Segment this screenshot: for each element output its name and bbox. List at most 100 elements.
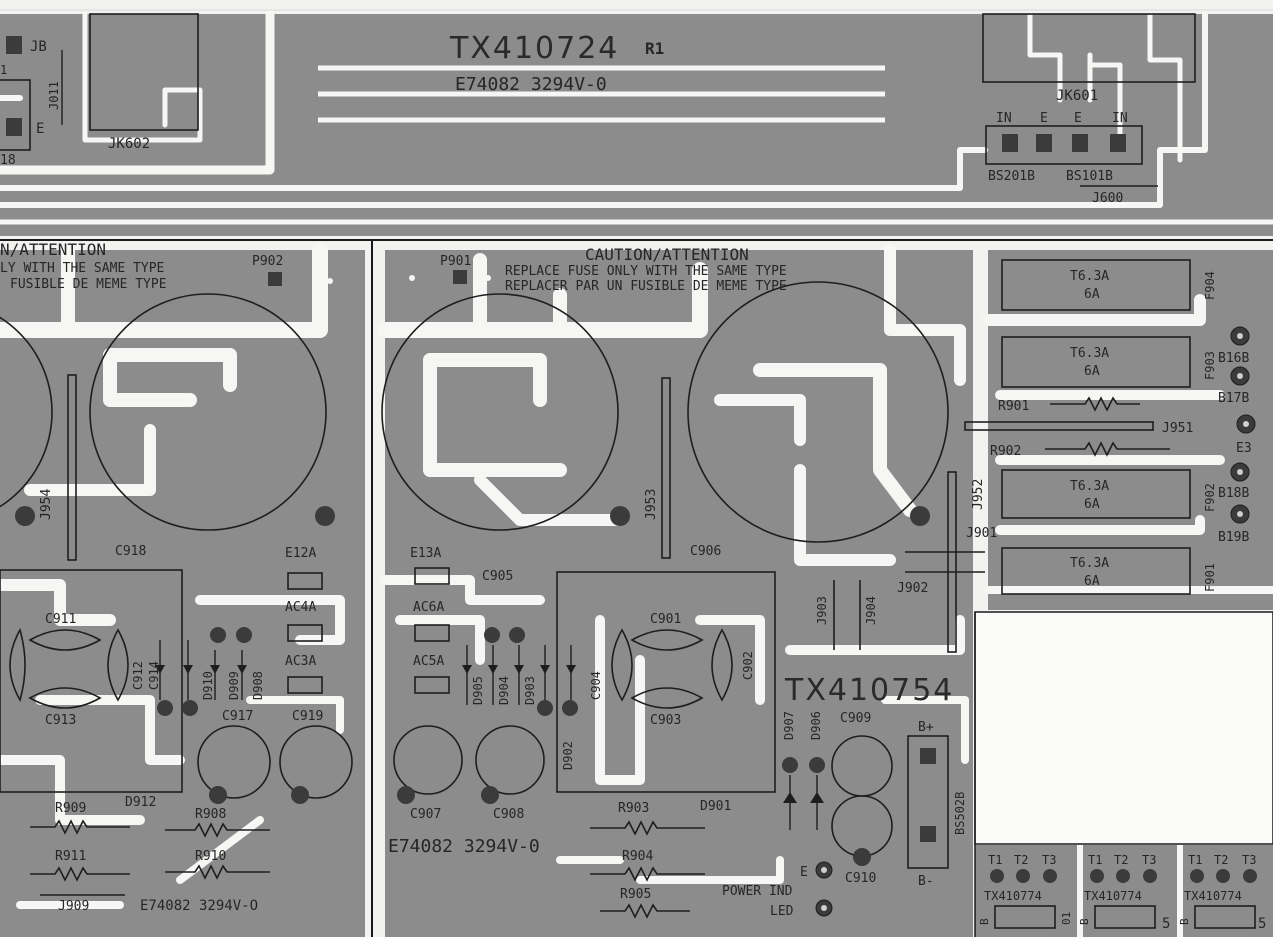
label-18: 18 xyxy=(0,153,16,168)
label-c910: C910 xyxy=(845,871,876,886)
fuse-f902-rating: T6.3A xyxy=(1070,479,1109,494)
label-j951: J951 xyxy=(1162,421,1193,436)
label-power-ind: POWER IND xyxy=(722,884,793,899)
label-c905: C905 xyxy=(482,569,513,584)
label-j952: J952 xyxy=(971,479,986,510)
label-j954: J954 xyxy=(39,489,54,520)
label-r909: R909 xyxy=(55,801,86,816)
module-1-pin-t2: T2 xyxy=(1014,853,1028,867)
label-ac5a: AC5A xyxy=(413,654,444,669)
label-c919: C919 xyxy=(292,709,323,724)
fuse-f902-body xyxy=(1001,469,1191,519)
label-e12a: E12A xyxy=(285,546,316,561)
module-3-part: TX410774 xyxy=(1184,889,1242,903)
top-revision: R1 xyxy=(645,39,664,58)
label-c913: C913 xyxy=(45,713,76,728)
mid-ul-code: E74082 3294V-0 xyxy=(388,836,540,857)
label-c907: C907 xyxy=(410,807,441,822)
label-b17b: B17B xyxy=(1218,391,1249,406)
label-c906: C906 xyxy=(690,544,721,559)
label-jk602: JK602 xyxy=(108,136,150,152)
jk601-pin-1: IN xyxy=(996,111,1012,126)
label-c903: C903 xyxy=(650,713,681,728)
label-c917: C917 xyxy=(222,709,253,724)
module-3-left: B xyxy=(1178,918,1191,925)
label-jb: JB xyxy=(30,39,47,55)
label-c912: C912 xyxy=(131,661,145,690)
label-r910: R910 xyxy=(195,849,226,864)
label-c904: C904 xyxy=(589,671,603,700)
fuse-f903-ref: F903 xyxy=(1203,351,1217,380)
fuse-f901-rating: T6.3A xyxy=(1070,556,1109,571)
module-3-pin-t3: T3 xyxy=(1242,853,1256,867)
jk601-pin-4: IN xyxy=(1112,111,1128,126)
module-3-pin-t1: T1 xyxy=(1188,853,1202,867)
label-c918: C918 xyxy=(115,544,146,559)
label-d903: D903 xyxy=(523,676,537,705)
label-d909: D909 xyxy=(227,671,241,700)
fuse-f903-rating: T6.3A xyxy=(1070,346,1109,361)
label-e-led: E xyxy=(800,865,808,880)
top-part-number: TX410724 xyxy=(449,31,619,66)
right-board: T6.3A 6A F904 T6.3A 6A F903 R901 J951 R9… xyxy=(964,259,1256,595)
label-r901: R901 xyxy=(998,399,1029,414)
label-j600: J600 xyxy=(1092,191,1123,206)
module-3-right: 5 xyxy=(1258,916,1266,932)
label-e: E xyxy=(36,121,44,137)
fuse-f904-body xyxy=(1001,259,1191,311)
label-j953: J953 xyxy=(644,489,659,520)
label-d901: D901 xyxy=(700,799,731,814)
fuse-f903-body xyxy=(1001,336,1191,388)
label-b-plus: B+ xyxy=(918,720,934,735)
board-separators xyxy=(0,9,1273,937)
fuse-f904-rating: T6.3A xyxy=(1070,269,1109,284)
label-d904: D904 xyxy=(497,676,511,705)
label-d907: D907 xyxy=(782,711,796,740)
label-d906: D906 xyxy=(809,711,823,740)
module-1-pin-t3: T3 xyxy=(1042,853,1056,867)
module-2-part: TX410774 xyxy=(1084,889,1142,903)
label-d905: D905 xyxy=(471,676,485,705)
label-r911: R911 xyxy=(55,849,86,864)
module-1-left: B xyxy=(978,918,991,925)
label-ac4a: AC4A xyxy=(285,600,316,615)
module-1: T1 T2 T3 TX410774 B 01 xyxy=(978,853,1073,929)
label-j903: J903 xyxy=(815,596,829,625)
fuse-f901-ref: F901 xyxy=(1203,563,1217,592)
label-c909: C909 xyxy=(840,711,871,726)
label-e3: E3 xyxy=(1236,441,1252,456)
label-c901: C901 xyxy=(650,612,681,627)
label-j909: J909 xyxy=(58,899,89,914)
label-ac3a: AC3A xyxy=(285,654,316,669)
module-2-pin-t2: T2 xyxy=(1114,853,1128,867)
label-r902: R902 xyxy=(990,444,1021,459)
top-board: TX410724 R1 E74082 3294V-0 JB E J011 1 1… xyxy=(0,13,1196,206)
module-2: T1 T2 T3 TX410774 B 5 xyxy=(1078,853,1170,932)
left-ul-code: E74082 3294V-O xyxy=(140,898,258,914)
label-jk601: JK601 xyxy=(1056,88,1098,104)
label-p901: P901 xyxy=(440,254,471,269)
mid-caution-line2: REPLACER PAR UN FUSIBLE DE MEME TYPE xyxy=(505,279,787,294)
top-ul-code: E74082 3294V-0 xyxy=(455,74,607,95)
jk601-pin-2: E xyxy=(1040,111,1048,126)
label-b19b: B19B xyxy=(1218,530,1249,545)
label-b18b: B18B xyxy=(1218,486,1249,501)
module-1-right: 01 xyxy=(1060,912,1073,925)
label-e13a: E13A xyxy=(410,546,441,561)
module-3: T1 T2 T3 TX410774 B 5 xyxy=(1178,853,1266,932)
module-2-pin-t1: T1 xyxy=(1088,853,1102,867)
fuse-f901-amp: 6A xyxy=(1084,574,1100,589)
module-1-part: TX410774 xyxy=(984,889,1042,903)
label-bs201b: BS201B xyxy=(988,169,1035,184)
label-j902: J902 xyxy=(897,581,928,596)
label-r904: R904 xyxy=(622,849,653,864)
middle-board: CAUTION/ATTENTION REPLACE FUSE ONLY WITH… xyxy=(381,245,997,919)
label-j901: J901 xyxy=(966,526,997,541)
label-d908: D908 xyxy=(251,671,265,700)
left-board: N/ATTENTION LY WITH THE SAME TYPE FUSIBL… xyxy=(0,240,353,914)
fuse-f902-ref: F902 xyxy=(1203,483,1217,512)
module-2-right: 5 xyxy=(1162,916,1170,932)
isolation-traces xyxy=(0,9,1273,937)
label-r908: R908 xyxy=(195,807,226,822)
